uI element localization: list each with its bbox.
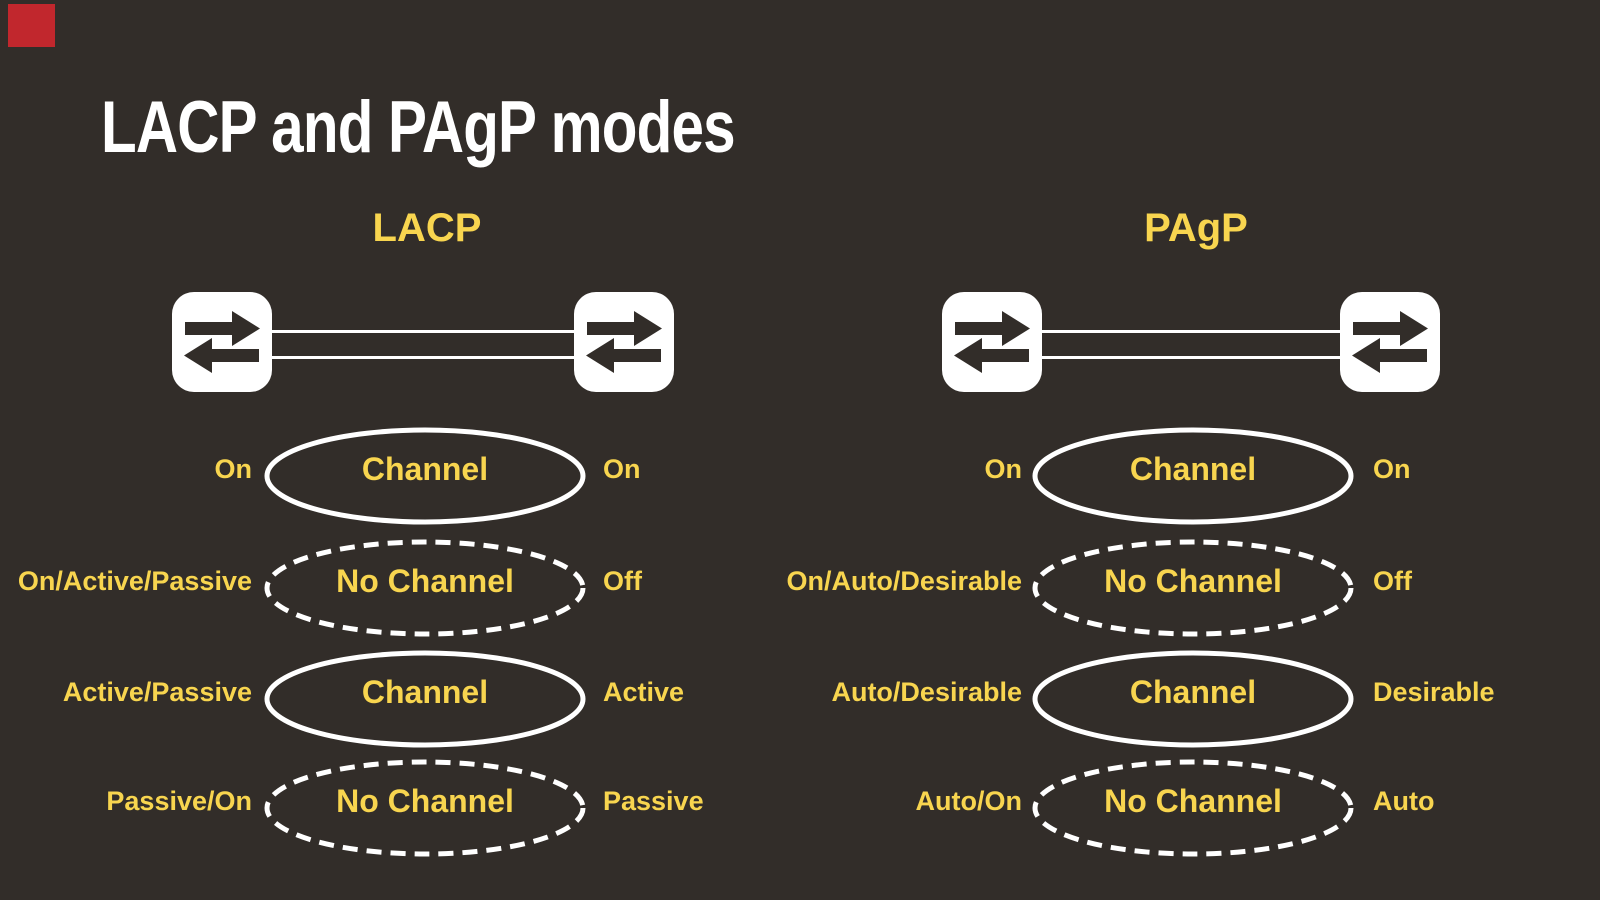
page-title: LACP and PAgP modes bbox=[101, 87, 736, 168]
right-mode-label: Auto bbox=[1373, 786, 1435, 816]
result-label: Channel bbox=[1129, 451, 1257, 487]
result-label: No Channel bbox=[1104, 563, 1282, 599]
left-mode-label: Active/Passive bbox=[62, 677, 252, 707]
link-line bbox=[1042, 356, 1340, 359]
channel-ellipse-dashed bbox=[264, 539, 586, 637]
channel-ellipse-solid bbox=[264, 427, 586, 525]
left-mode-label: Auto/On bbox=[915, 786, 1022, 816]
channel-ellipse-solid bbox=[1032, 427, 1354, 525]
left-mode-label: On/Auto/Desirable bbox=[786, 566, 1022, 596]
channel-ellipse-solid bbox=[264, 650, 586, 748]
lacp-column-header: LACP bbox=[372, 206, 482, 250]
link-line bbox=[272, 356, 574, 359]
corner-accent-rect bbox=[8, 4, 55, 47]
transfer-arrows-icon bbox=[184, 311, 260, 373]
right-mode-label: On bbox=[603, 454, 641, 484]
switch-icon bbox=[574, 292, 674, 392]
result-label: Channel bbox=[361, 451, 489, 487]
switch-icon bbox=[1340, 292, 1440, 392]
channel-ellipse-solid bbox=[1032, 650, 1354, 748]
transfer-arrows-icon bbox=[1352, 311, 1428, 373]
result-label: Channel bbox=[361, 674, 489, 710]
right-mode-label: On bbox=[1373, 454, 1411, 484]
left-mode-label: Passive/On bbox=[106, 786, 252, 816]
left-mode-label: On bbox=[984, 454, 1023, 484]
result-label: No Channel bbox=[1104, 783, 1282, 819]
right-mode-label: Off bbox=[1373, 566, 1412, 596]
link-line bbox=[1042, 330, 1340, 333]
transfer-arrows-icon bbox=[954, 311, 1030, 373]
left-mode-label: On/Active/Passive bbox=[17, 566, 252, 596]
result-label: No Channel bbox=[336, 563, 514, 599]
channel-ellipse-dashed bbox=[1032, 539, 1354, 637]
transfer-arrows-icon bbox=[586, 311, 662, 373]
switch-icon bbox=[942, 292, 1042, 392]
left-mode-label: On bbox=[214, 454, 253, 484]
switch-icon bbox=[172, 292, 272, 392]
left-mode-label: Auto/Desirable bbox=[831, 677, 1022, 707]
channel-ellipse-dashed bbox=[264, 759, 586, 857]
result-label: No Channel bbox=[336, 783, 514, 819]
right-mode-label: Desirable bbox=[1373, 677, 1495, 707]
right-mode-label: Passive bbox=[603, 786, 704, 816]
right-mode-label: Active bbox=[603, 677, 685, 707]
link-line bbox=[272, 330, 574, 333]
pagp-column-header: PAgP bbox=[1144, 206, 1248, 250]
channel-ellipse-dashed bbox=[1032, 759, 1354, 857]
right-mode-label: Off bbox=[603, 566, 642, 596]
result-label: Channel bbox=[1129, 674, 1257, 710]
